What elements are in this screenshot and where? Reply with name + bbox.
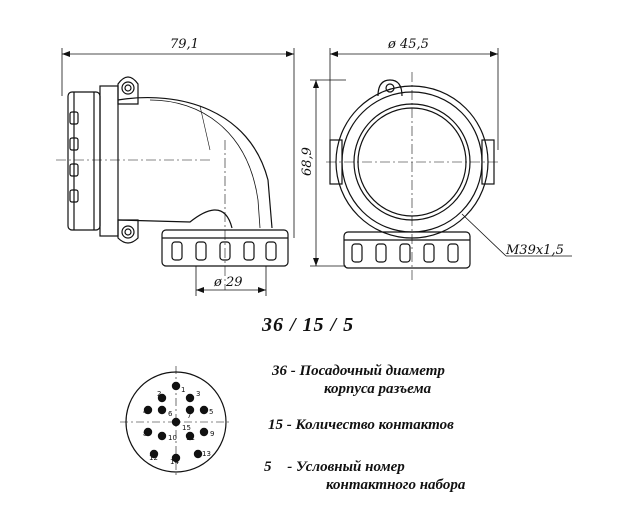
contact-pin [171,453,181,463]
contact-pin-label: 7 [187,412,191,420]
contact-pin [185,405,195,415]
contact-pin-label: 3 [196,390,200,398]
contact-pin [157,393,167,403]
dim-thread: M39x1,5 [505,243,564,258]
contact-pin [171,417,181,427]
contact-pin-label: 12 [149,454,158,462]
contact-pin [143,427,153,437]
legend-number: 15 [268,417,283,433]
dim-height: 68,9 [300,147,315,176]
legend-item-5: 5 - Условный номер контактного набора [264,458,465,494]
contact-pin-label: 6 [168,410,173,418]
legend-text-line: Условный номер [296,459,405,475]
contact-pin [199,427,209,437]
legend-number: 36 [272,363,287,379]
legend-dash: - [286,417,292,433]
contact-pin-label: 1 [181,386,185,394]
legend-text-line: корпуса разъема [324,381,432,397]
contact-pin [185,431,195,441]
contact-pin [143,405,153,415]
contact-pin-label: 9 [210,430,214,438]
contact-pin-label: 13 [202,450,211,458]
dim-outer-diameter: ø 45,5 [387,37,429,52]
contact-pin-label: 11 [186,434,195,442]
dim-outlet-diameter: ø 29 [213,275,243,290]
legend-text-line: Посадочный диаметр [299,363,445,379]
legend-dash: - [290,363,296,379]
legend-item-15: 15 - Количество контактов [268,416,454,434]
contact-pin [157,405,167,415]
dim-overall-length: 79,1 [170,37,199,52]
legend-dash: - [287,459,293,475]
contact-pin-label: 10 [168,434,177,442]
contact-pin-label: 8 [143,430,147,438]
contact-pin [171,381,181,391]
connector-code: 36 / 15 / 5 [262,314,355,336]
legend-text-line: контактного набора [326,477,466,493]
contact-pin [193,449,203,459]
contact-pin [157,431,167,441]
contact-pin-label: 14 [170,458,179,466]
contact-pin-label: 15 [182,424,191,432]
contact-pin-label: 5 [209,408,213,416]
legend-item-36: 36 - Посадочный диаметр корпуса разъема [272,362,445,398]
contact-pin [199,405,209,415]
contact-pin-label: 2 [157,390,161,398]
legend-number: 5 [264,459,272,475]
contact-pin [185,393,195,403]
legend-text-line: Количество контактов [295,417,454,433]
contact-pin-label: 4 [143,408,148,416]
contact-pin [149,449,159,459]
